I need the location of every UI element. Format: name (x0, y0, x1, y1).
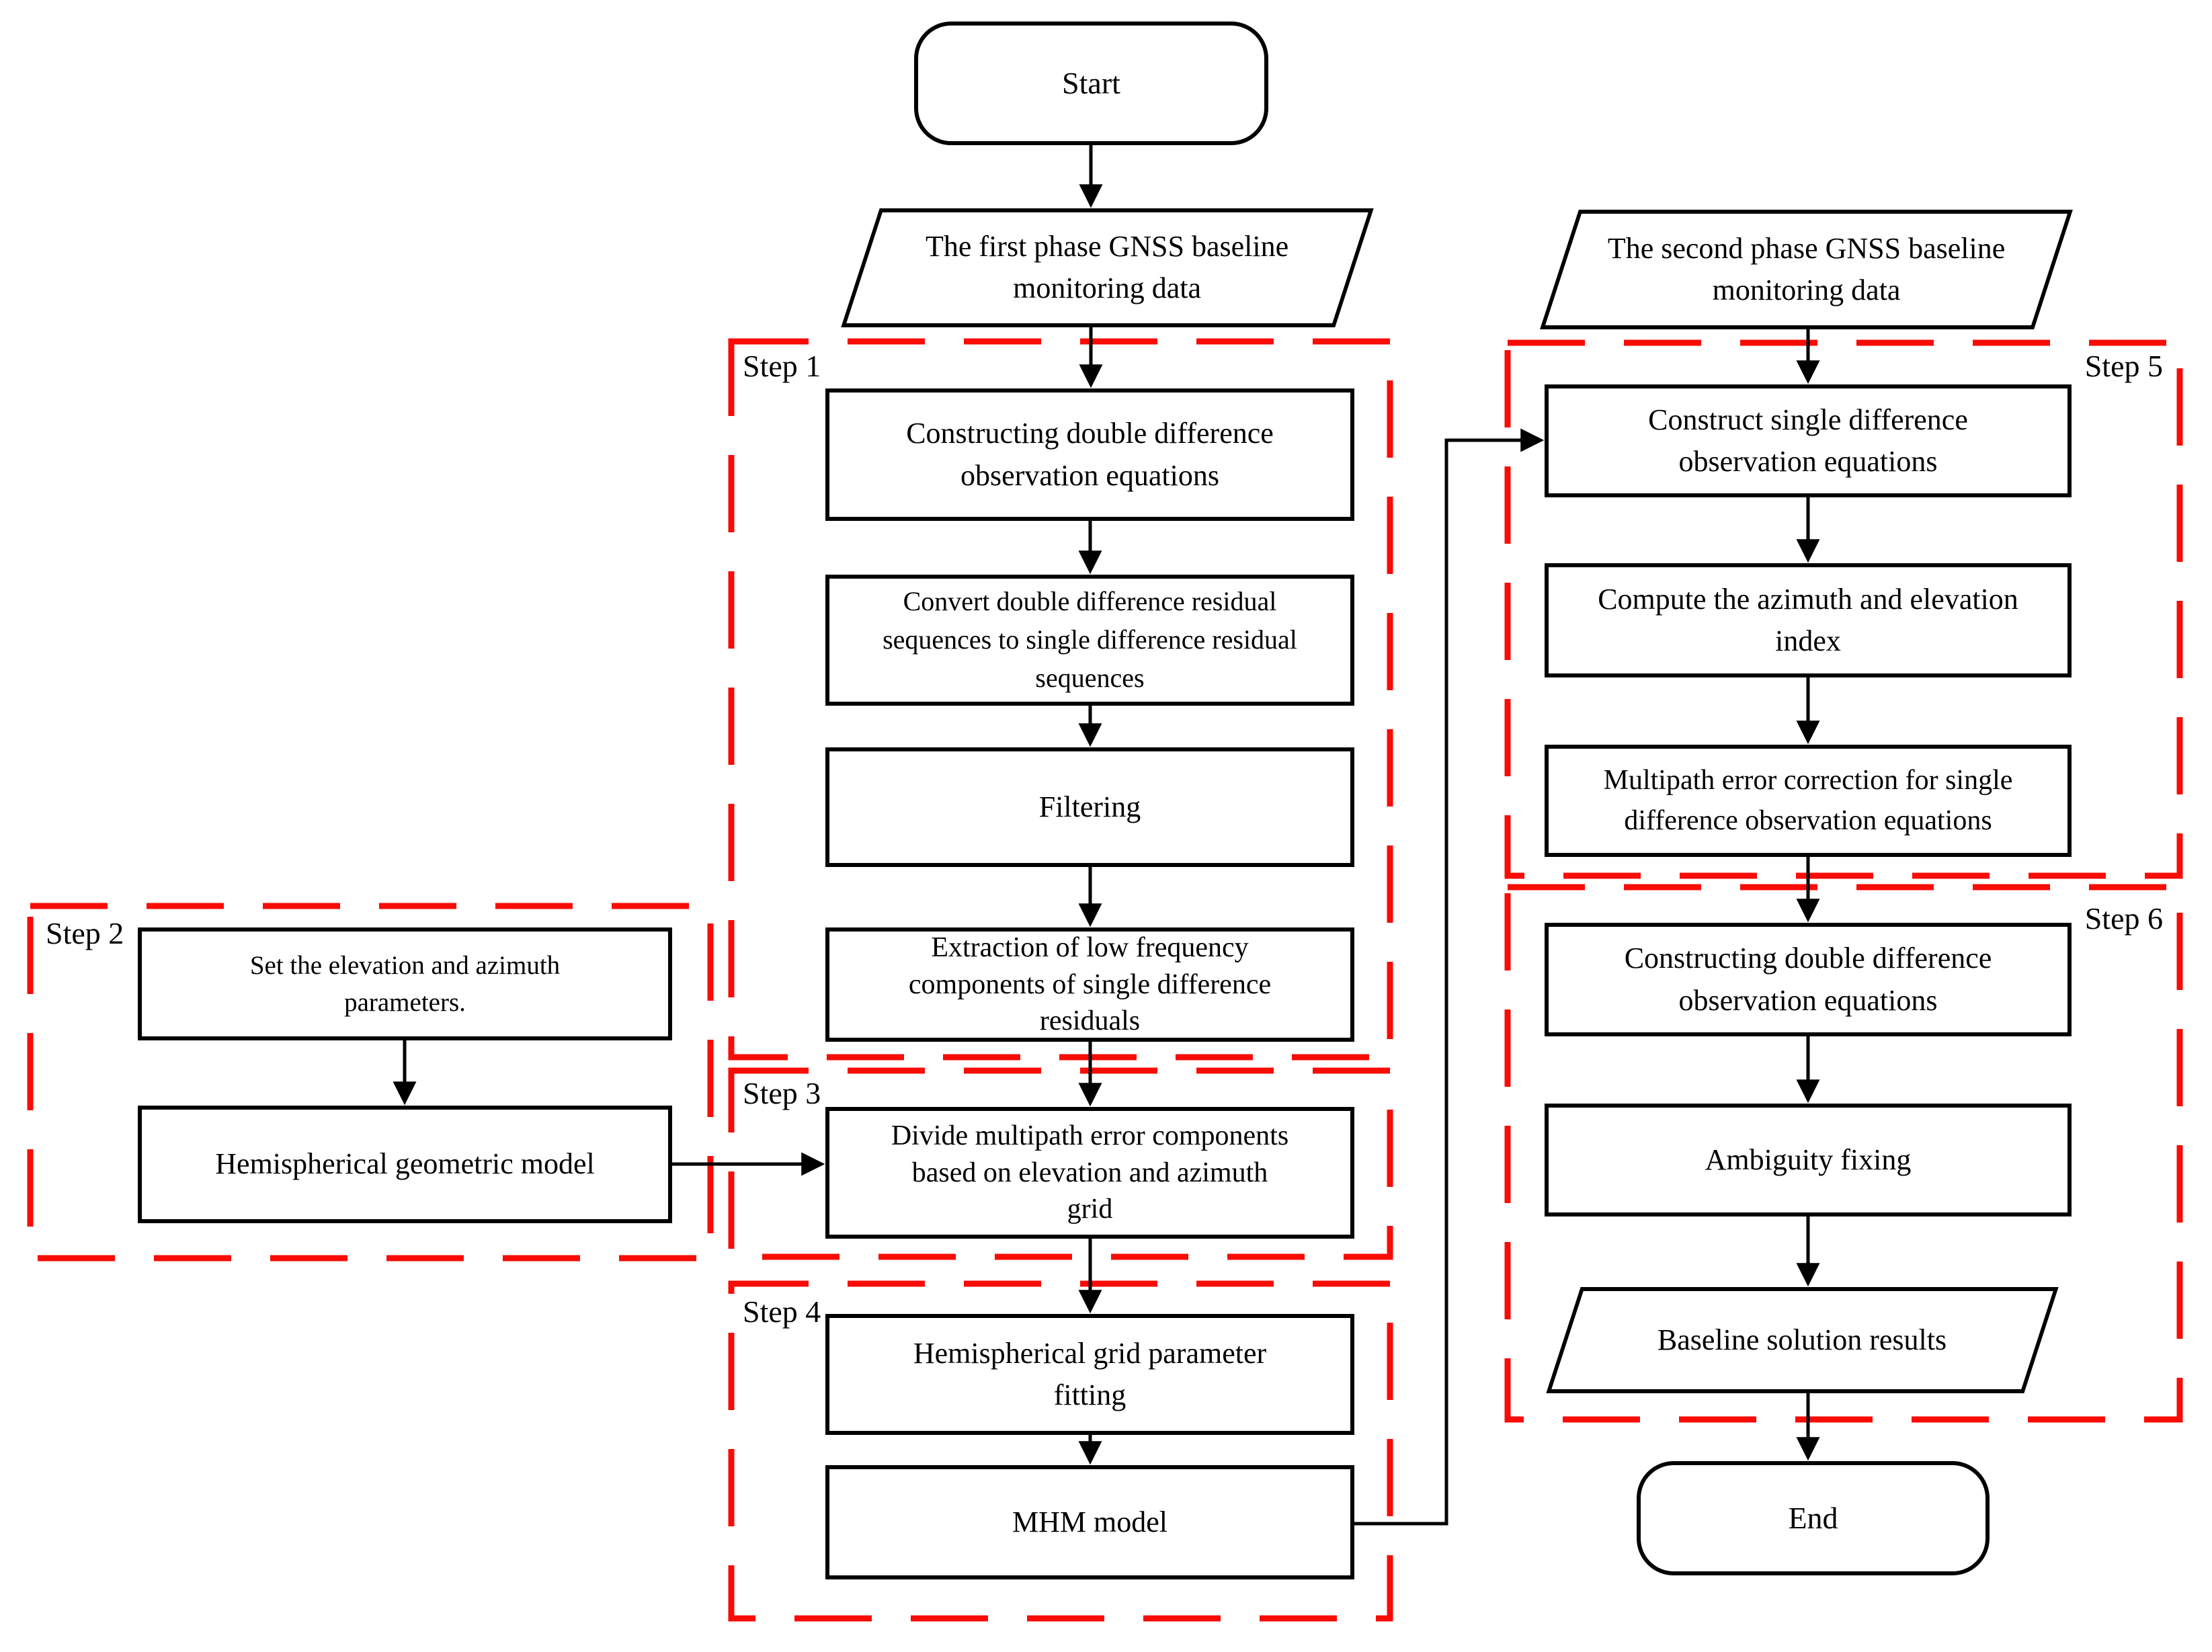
node-multipath-error-correction: Multipath error correction for single di… (1545, 745, 2072, 857)
step5-label: Step 5 (2084, 349, 2163, 383)
step5-frame (1504, 339, 2183, 879)
node-constructing-dd-1: Constructing double difference observati… (825, 388, 1354, 521)
node-extraction-low-frequency: Extraction of low frequency components o… (825, 927, 1354, 1042)
node-hemispherical-grid-fitting: Hemispherical grid parameter fitting (825, 1314, 1354, 1435)
node-second-phase-data: The second phase GNSS baseline monitorin… (1540, 210, 2073, 329)
node-hemispherical-geometric-model: Hemispherical geometric model (138, 1106, 672, 1223)
step6-label: Step 6 (2084, 901, 2163, 936)
step1-frame (728, 338, 1393, 1061)
node-mhm-model: MHM model (825, 1465, 1354, 1579)
step3-frame (728, 1067, 1393, 1260)
node-baseline-solution-results: Baseline solution results (1546, 1287, 2059, 1393)
node-end: End (1637, 1461, 1990, 1575)
connector-mhm-to-construct-sd (1354, 428, 1545, 1526)
step6-frame (1504, 884, 2183, 1423)
node-convert-dd-to-sd: Convert double difference residual seque… (825, 575, 1354, 706)
node-filtering: Filtering (825, 747, 1354, 867)
node-divide-multipath-grid: Divide multipath error components based … (825, 1107, 1354, 1239)
step2-label: Step 2 (46, 916, 124, 950)
node-construct-sd: Construct single difference observation … (1545, 384, 2072, 497)
node-first-phase-data: The first phase GNSS baseline monitoring… (841, 208, 1374, 327)
step2-frame (27, 903, 714, 1262)
step4-label: Step 4 (743, 1294, 821, 1329)
node-constructing-dd-2: Constructing double difference observati… (1545, 923, 2072, 1036)
node-compute-azimuth-elevation-index: Compute the azimuth and elevation index (1545, 563, 2072, 677)
node-set-elevation-azimuth: Set the elevation and azimuth parameters… (138, 927, 672, 1040)
node-ambiguity-fixing: Ambiguity fixing (1545, 1104, 2072, 1216)
node-start: Start (914, 22, 1268, 145)
step1-label: Step 1 (743, 349, 821, 383)
step4-frame (728, 1280, 1393, 1622)
step3-label: Step 3 (743, 1076, 821, 1110)
